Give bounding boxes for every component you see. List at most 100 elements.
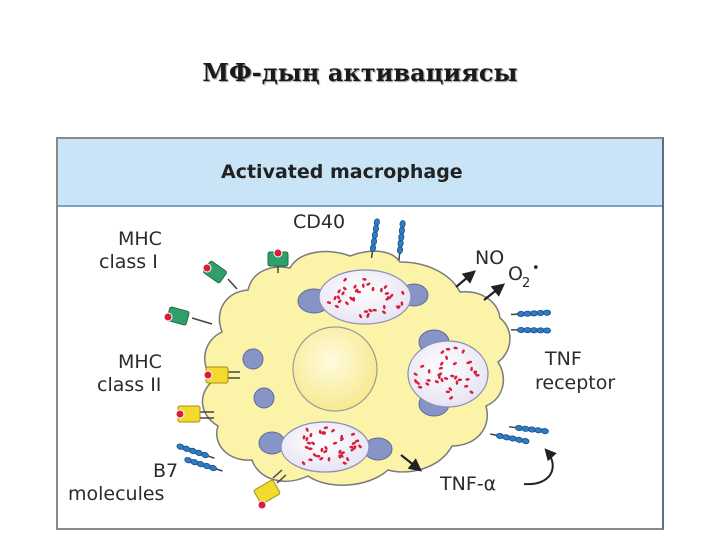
granule-dot [318,429,322,435]
granule-dot [312,453,317,457]
granule-dot [469,390,474,394]
granule-dot [383,285,388,289]
cd40-receptor [369,218,380,259]
granule-dot [309,432,313,438]
granule-dot [434,380,439,384]
granule-dot [323,426,329,430]
label-tnf-receptor: TNF receptor [535,348,615,394]
granule-dot [400,301,404,306]
granule-dot [337,299,342,304]
receptor-bead [176,443,185,450]
mhc-class-1-molecule [163,306,213,326]
granule-dot [461,349,465,354]
label-cd40: CD40 [293,211,345,233]
mhc-class-1-molecule [267,248,289,273]
granule-dot [308,447,313,451]
granule-dot [340,451,345,455]
granule-dot [413,372,418,376]
granule-dot [443,377,449,380]
granule-dot [440,377,444,383]
granule-dot [331,428,335,433]
label-o2: O 2 • [508,261,540,292]
granule-dot [336,295,341,300]
granule-dot [306,441,312,445]
granule-dot [358,314,363,319]
granule-dot [440,361,444,366]
granule-dot [416,381,420,385]
figure-header: Activated macrophage [58,139,662,207]
granule-dot [454,375,458,380]
granule-dot [321,431,326,434]
granule-dot [338,454,342,459]
granule-dot [363,310,369,313]
label-no: NO [475,247,504,269]
granule-dot [427,369,431,374]
tnf-receptor [508,424,549,435]
granule-dot [349,445,354,449]
granule-dot [356,290,362,294]
granule-dot [319,457,324,461]
granule-dot [316,454,321,458]
receptor-bead [543,327,551,334]
granule-dot [337,289,341,294]
granule-dot [353,445,357,450]
granule-dot [426,379,431,382]
granule-dot [305,427,309,432]
receptor-bead [399,220,406,229]
receptor-bead [543,309,551,316]
granule-dot [401,290,405,295]
granule-dot [464,384,469,388]
granule-dot [371,286,375,292]
nucleus [292,326,378,412]
granule-dot [437,374,441,379]
mhc-class-2-molecule [175,405,214,423]
granule-dot [380,287,383,293]
granule-dot [320,447,324,453]
granule-dot [457,378,462,382]
granule-dot [366,313,370,318]
receptor-bead [521,438,530,445]
granule-dot [475,373,480,377]
granule-dot [448,387,452,392]
receptor-bead [184,457,193,464]
granule-dot [420,364,425,368]
small-vesicle [242,348,264,370]
tnf-alpha-arrow [400,454,423,472]
granule-dot [334,304,339,309]
granule-dot [440,350,445,354]
granule-dot [366,282,371,286]
granule-dot [470,366,473,372]
b7-molecule [184,457,223,472]
granule-dot [341,291,345,296]
granule-dot [340,437,344,442]
granule-dot [332,441,338,445]
receptor-bead [540,428,549,435]
granule-dot [352,297,356,302]
granule-dot [452,362,457,366]
tnf-receptor [490,432,530,445]
cd40-receptor [396,220,406,261]
granule-dot [473,370,478,375]
granule-dot [342,461,347,465]
granule-dot [351,441,356,445]
granule-dot [384,292,390,295]
granule-dot [389,293,394,298]
vesicle-right [407,329,489,417]
receptor-chains [176,218,551,472]
small-vesicle [253,387,275,409]
mhc-class-2-molecule [203,366,240,384]
granule-dot [304,446,309,449]
granule-dot [368,308,373,313]
granule-dot [362,278,367,281]
granule-dot [438,366,444,370]
b7-molecule [176,443,215,459]
tnf-receptor [510,309,551,318]
granule-dot [338,449,342,454]
granule-dot [343,286,347,291]
granule-dot [397,305,401,310]
label-mhc-class-1: MHC class I [99,228,168,273]
granule-dot [301,461,306,466]
granule-dot [417,385,423,389]
granule-dot [308,458,313,462]
